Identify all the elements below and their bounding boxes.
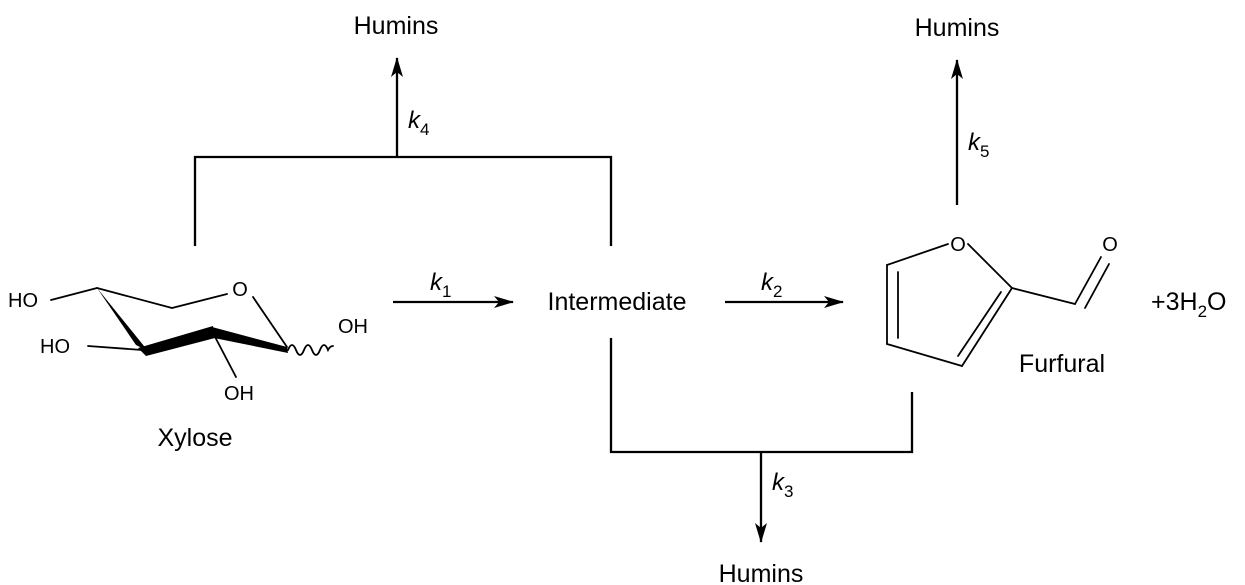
intermediate-label: Intermediate — [548, 288, 687, 316]
k4-bracket — [193, 57, 613, 246]
humins-label-top-right: Humins — [915, 14, 1000, 42]
xylose-oh-right: OH — [338, 316, 368, 338]
k5-label: k5 — [968, 129, 989, 161]
k1-label: k1 — [430, 269, 451, 301]
humins-label-top-left: Humins — [354, 12, 439, 40]
xylose-ho-middle: HO — [40, 336, 70, 358]
water-label: +3H2O — [1151, 288, 1226, 321]
furfural-label: Furfural — [1019, 350, 1105, 378]
furfural-ring-oxygen: O — [950, 234, 966, 256]
xylose-ho-top: HO — [8, 290, 38, 312]
k2-label: k2 — [761, 269, 782, 301]
xylose-oh-bottom: OH — [224, 383, 254, 405]
xylose-label: Xylose — [157, 424, 232, 452]
k3-bracket — [609, 338, 914, 543]
xylose-structure: O HO HO OH OH — [8, 279, 368, 405]
furfural-structure: O O — [886, 234, 1118, 367]
k3-label: k3 — [772, 469, 793, 501]
furfural-carbonyl-oxygen: O — [1102, 234, 1118, 256]
xylose-ring-oxygen: O — [232, 279, 248, 301]
humins-label-bottom: Humins — [719, 560, 804, 585]
k4-label: k4 — [408, 107, 429, 139]
